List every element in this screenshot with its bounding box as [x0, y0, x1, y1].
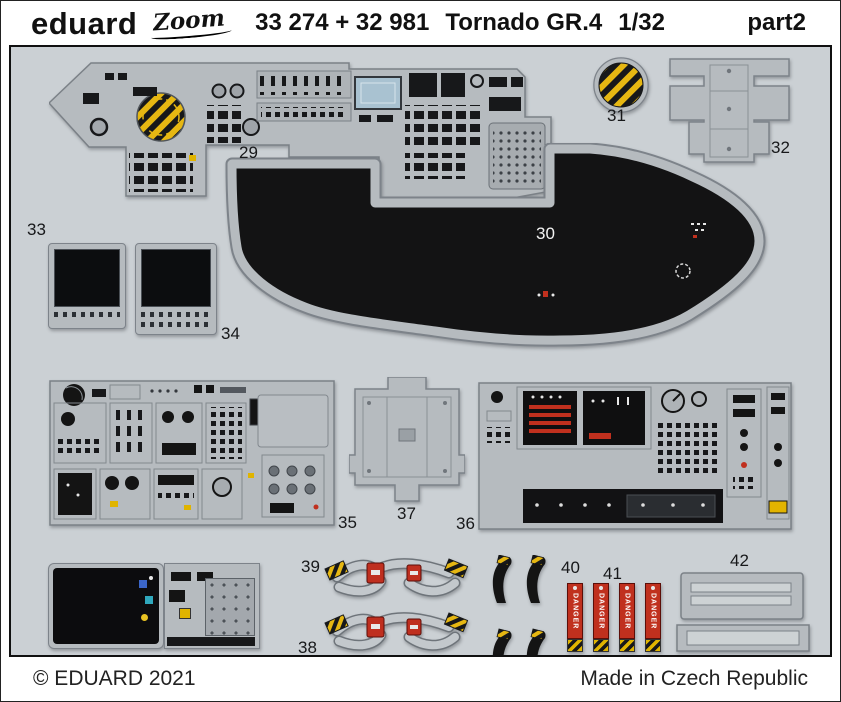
- hazard-stripe-tab: [619, 639, 635, 652]
- part-35-console-left: [49, 380, 335, 526]
- hazard-stripe-tab: [593, 639, 609, 652]
- yellow-button: [179, 608, 191, 619]
- seatbelt-harness-set: [323, 558, 477, 657]
- eduard-logo: eduard: [31, 5, 138, 41]
- button-row: [141, 312, 211, 317]
- part-label-40: 40: [561, 558, 580, 577]
- part-label-38: 38: [298, 638, 317, 657]
- button-row: [141, 322, 211, 327]
- part-label-35: 35: [338, 513, 357, 532]
- part-31-hazard-disc: [593, 57, 649, 113]
- danger-flag: DANGER: [593, 583, 609, 652]
- catalog-numbers: 33 274 + 32 981: [255, 9, 430, 36]
- white-key: [149, 576, 153, 580]
- part-42-slotted-panel: [676, 572, 810, 652]
- danger-flag: DANGER: [645, 583, 661, 652]
- part-label-39: 39: [301, 557, 320, 576]
- part-label-42: 42: [730, 551, 749, 570]
- danger-flag-text: DANGER: [597, 593, 605, 630]
- button-row: [54, 312, 120, 317]
- part-label-31: 31: [607, 106, 626, 125]
- part-32-seat-bracket: [669, 58, 790, 163]
- blue-key: [139, 580, 147, 588]
- danger-flag: DANGER: [619, 583, 635, 652]
- part-29-cockpit-panel: [49, 62, 552, 202]
- copyright-text: © EDUARD 2021: [33, 667, 196, 690]
- part-34-mfd-right: [135, 243, 217, 335]
- part-label-37: 37: [397, 504, 416, 523]
- scale: 1/32: [618, 9, 665, 36]
- hazard-stripe-tab: [567, 639, 583, 652]
- crt-screen: [53, 568, 159, 644]
- part-36-console-right: [478, 382, 792, 530]
- product-title: 33 274 + 32 981 Tornado GR.4 1/32 part2: [255, 9, 810, 37]
- photoetch-sheet: DANGER DANGER DANGER DANGER: [9, 45, 832, 657]
- footer: © EDUARD 2021 Made in Czech Republic: [9, 657, 832, 701]
- part-38-display-unit: [48, 559, 260, 653]
- danger-flag: DANGER: [567, 583, 583, 652]
- header: eduard Zoom 33 274 + 32 981 Tornado GR.4…: [9, 1, 832, 45]
- part-label-32: 32: [771, 138, 790, 157]
- hazard-stripe-tab: [645, 639, 661, 652]
- part-30-glareshield: [225, 143, 766, 347]
- cyan-key: [145, 596, 153, 604]
- part-label-30: 30: [536, 224, 555, 243]
- danger-flag-text: DANGER: [571, 593, 579, 630]
- part-33-mfd-left: [48, 243, 126, 329]
- danger-flag-text: DANGER: [623, 593, 631, 630]
- part-label-36: 36: [456, 514, 475, 533]
- part-41-danger-flags: DANGER DANGER DANGER DANGER: [567, 573, 669, 655]
- made-in-text: Made in Czech Republic: [580, 667, 808, 690]
- part-37-mount-plate: [349, 377, 465, 502]
- danger-flag-text: DANGER: [649, 593, 657, 630]
- part-label-33: 33: [27, 220, 46, 239]
- crt-screen: [54, 249, 120, 307]
- part-label-34: 34: [221, 324, 240, 343]
- keypad-grid: [205, 578, 255, 636]
- crt-screen: [141, 249, 211, 307]
- part-label-29: 29: [239, 143, 258, 162]
- yellow-key: [141, 614, 148, 621]
- part-40-restraint-straps: [492, 555, 546, 655]
- side-panel: [164, 563, 260, 649]
- zoom-logo: Zoom: [152, 4, 227, 36]
- product-name: Tornado GR.4: [445, 9, 603, 36]
- part-label-41: 41: [603, 564, 622, 583]
- part-suffix: part2: [747, 9, 806, 36]
- display-bezel: [48, 563, 164, 649]
